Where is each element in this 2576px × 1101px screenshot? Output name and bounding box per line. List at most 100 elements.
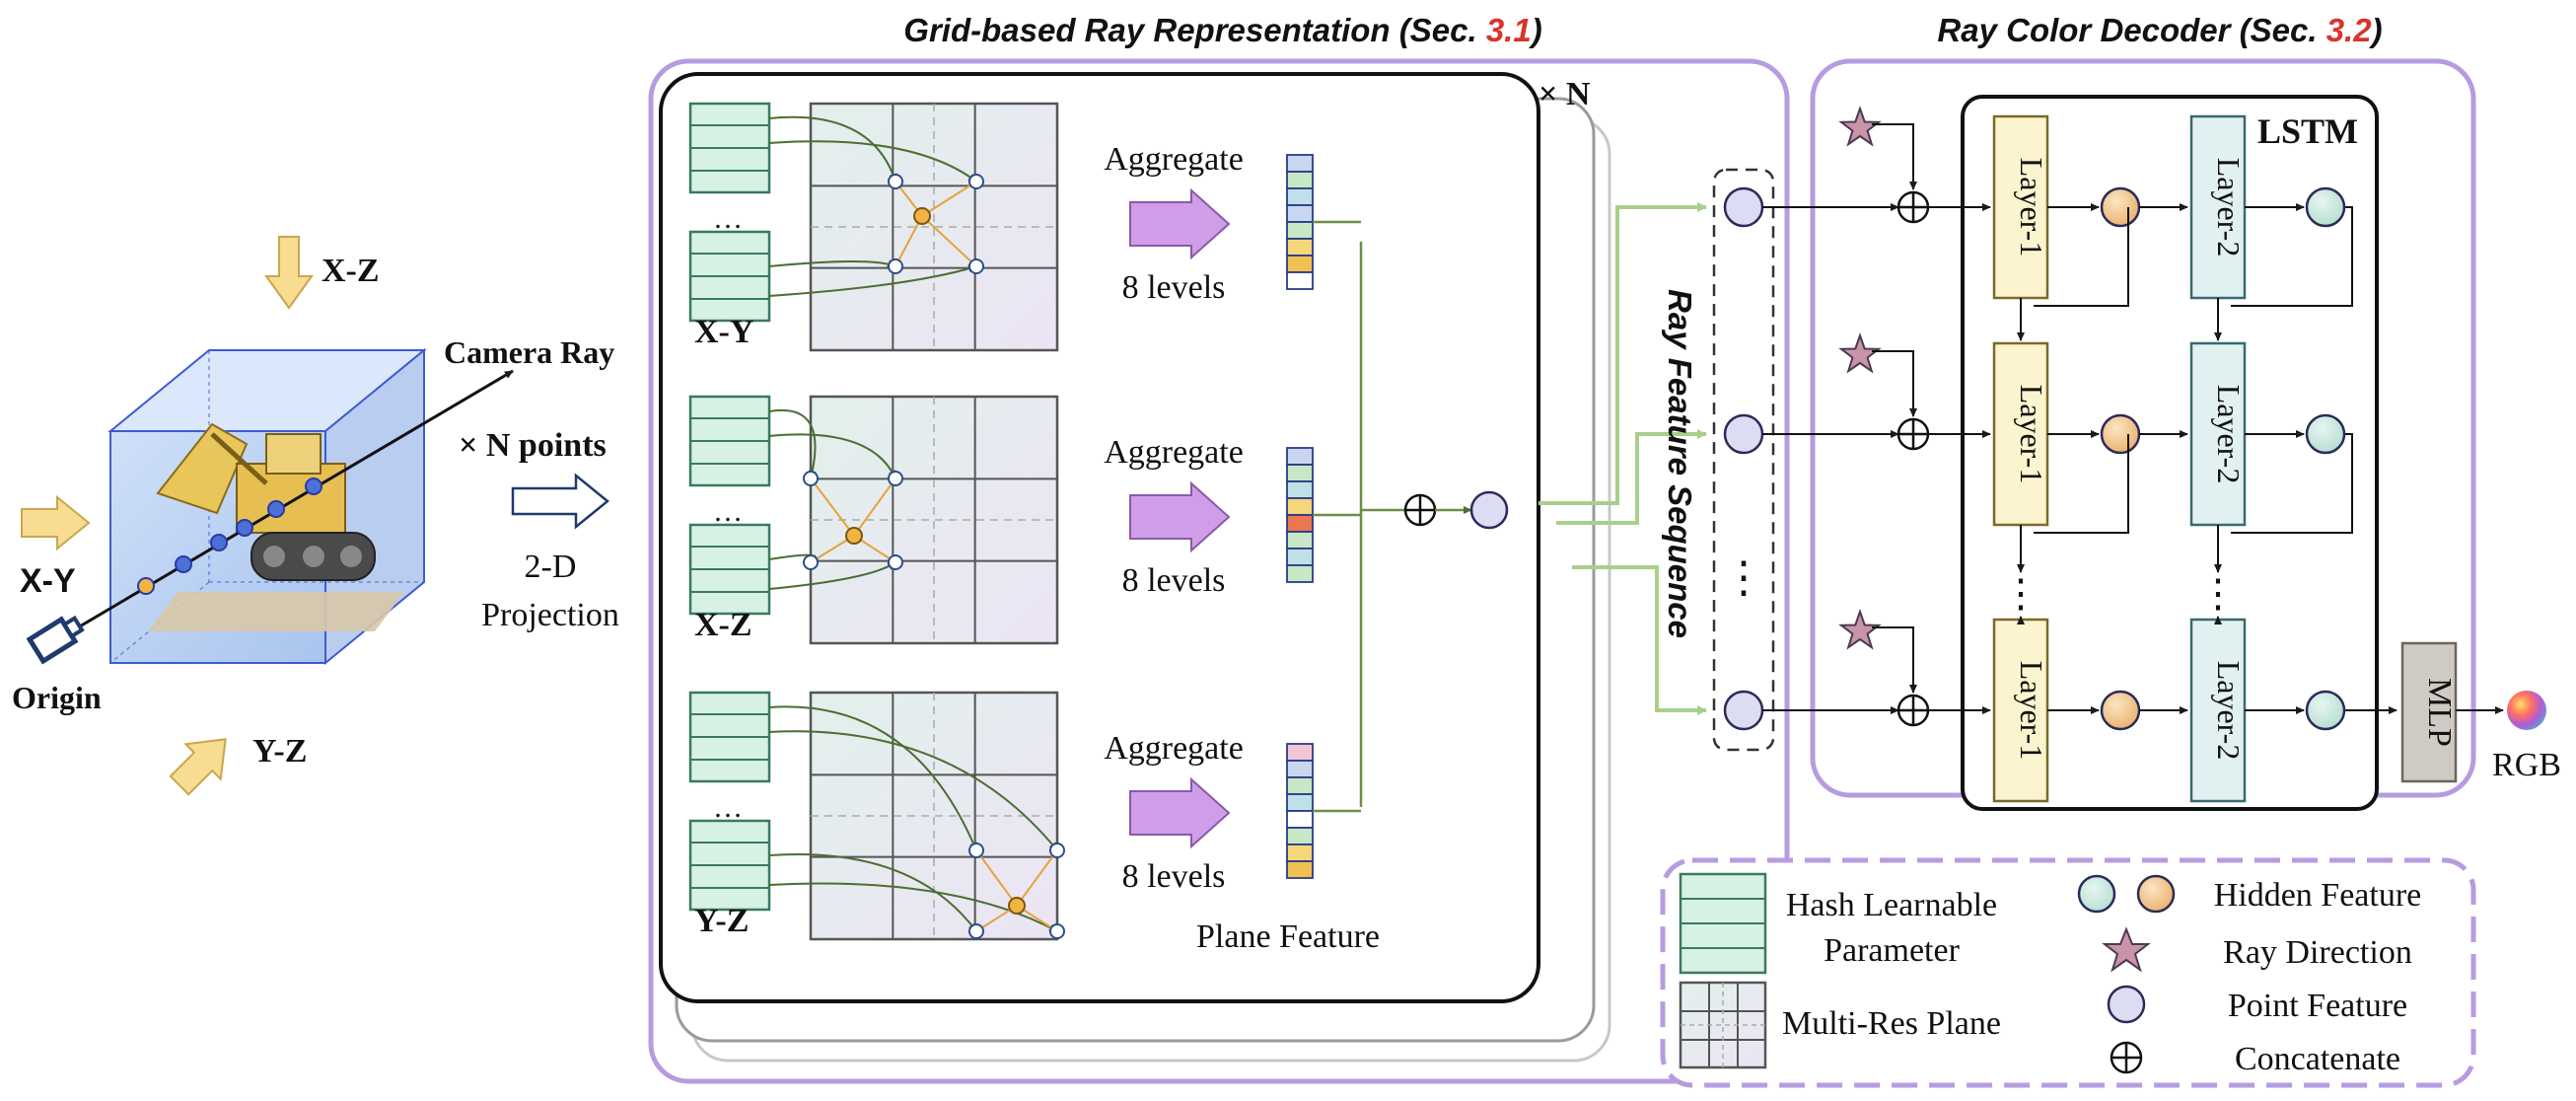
input-panel: X-Z [12, 236, 619, 796]
legend-frame [1660, 857, 2476, 1088]
mlp-label: MLP [2421, 678, 2458, 747]
layer1-label: Layer-1 [2014, 661, 2049, 761]
levels-label: 8 levels [1122, 562, 1226, 599]
hash-lookup-curve [768, 705, 977, 851]
sequence-point-feature-2 [1723, 413, 1764, 455]
hash-lookup-curve [768, 408, 817, 479]
hidden-feature-teal-icon [2077, 874, 2116, 914]
ray-sample-point [210, 534, 228, 551]
hash-lookup-curve [768, 853, 977, 932]
plane-feature-vector [1286, 447, 1314, 583]
grid-vertex [888, 258, 903, 274]
ray-sample-point [175, 555, 192, 573]
multires-plane-icon [1679, 981, 1767, 1069]
concatenate-node [1896, 190, 1930, 224]
hash-table-dots: … [713, 202, 743, 235]
sequence-point-feature-n [1723, 690, 1764, 731]
grid-section-title: Grid-based Ray Representation (Sec. 3.1) [903, 12, 1541, 48]
layer2-label: Layer-2 [2211, 158, 2247, 257]
plane-feature-label: Plane Feature [1196, 918, 1380, 955]
grid-vertex [888, 174, 903, 189]
xz-projection-arrow [264, 236, 314, 310]
concatenate-node [1896, 694, 1930, 727]
layer2-block [2189, 114, 2247, 300]
levels-label: 8 levels [1122, 269, 1226, 306]
hash-table-dots: … [713, 495, 743, 528]
aggregate-arrow [1129, 187, 1231, 260]
sequence-point-feature-1 [1723, 186, 1764, 228]
hash-table-icon [688, 523, 771, 616]
interpolation-arrow [921, 215, 977, 267]
legend-ray-direction: Ray Direction [2223, 934, 2412, 971]
projection-label-line1: 2-D [525, 549, 577, 585]
bulldozer-object [148, 422, 404, 631]
interpolation-arrow [921, 181, 977, 217]
hash-lookup-curve [768, 730, 1058, 851]
decoder-timestep-3: Layer-1 Layer-2 [1762, 608, 2346, 803]
plane-feature-vector [1286, 154, 1314, 290]
xz-label: X-Z [322, 253, 380, 289]
hash-lookup-curve [768, 433, 896, 479]
legend-point-feature: Point Feature [2228, 988, 2407, 1024]
hash-table-icon [688, 819, 771, 912]
yz-projection-arrow [169, 738, 227, 796]
hidden-feature-orange-icon [2136, 874, 2176, 914]
hash-lookup-curve [768, 264, 977, 297]
hidden-feature-teal [2305, 186, 2346, 228]
legend-hidden: Hidden Feature [2214, 877, 2422, 914]
grid-vertex [968, 258, 984, 274]
sample-point [845, 527, 863, 545]
stack-card-front [659, 72, 1540, 1003]
grid-vertex [968, 174, 984, 189]
ray-sample-point [305, 477, 322, 495]
aggregate-label: Aggregate [1104, 730, 1244, 767]
aggregate-arrow [1129, 480, 1231, 553]
recurrent-connection: ⋮⋮ [2001, 433, 2353, 624]
hash-lookup-curve [768, 882, 1058, 932]
sequence-dots: ⋮ [1722, 553, 1765, 602]
concatenate-node [1896, 417, 1930, 451]
interpolation-arrow [853, 477, 896, 537]
recurrent-connection [2017, 206, 2353, 341]
concatenate-symbol [1403, 493, 1437, 527]
xy-label: X-Y [20, 562, 76, 600]
projection-arrow [511, 473, 609, 530]
multires-plane [809, 395, 1059, 645]
hash-table-icon [688, 102, 771, 194]
aggregate-arrow [1129, 776, 1231, 849]
decoder-timestep-1: Layer-1 Layer-2 [1762, 105, 2346, 300]
layer2-block [2189, 618, 2247, 803]
sample-point [913, 207, 931, 225]
mlp-block [2400, 641, 2458, 783]
hidden-feature-orange [2100, 186, 2141, 228]
layer2-label: Layer-2 [2211, 661, 2247, 761]
n-points-label: × N points [459, 427, 607, 464]
ray-feature-sequence: ⋮ Ray Feature Sequence [1538, 168, 1775, 752]
hash-parameter-icon [1679, 872, 1767, 975]
ray-direction-star [1838, 331, 1882, 374]
grid-vertex [803, 471, 819, 486]
times-n-label: × N [1538, 76, 1591, 112]
grid-vertex [968, 843, 984, 858]
plane-label: Y-Z [694, 903, 749, 939]
lstm-label: LSTM [2257, 111, 2358, 151]
origin-label: Origin [12, 680, 102, 715]
legend-hash-line2: Parameter [1824, 932, 1960, 969]
ray-sample-point [137, 577, 155, 595]
layer-continuation-dots: ⋮ [2001, 571, 2040, 616]
hash-table-dots: … [713, 791, 743, 824]
scene-cube [50, 347, 514, 666]
legend: Hash Learnable Parameter Multi-Res Plane… [1660, 857, 2476, 1088]
grid-representation-section: Grid-based Ray Representation (Sec. 3.1)… [648, 12, 1790, 1084]
aggregate-label: Aggregate [1104, 434, 1244, 471]
hidden-feature-teal [2305, 413, 2346, 455]
legend-hash-line1: Hash Learnable [1786, 887, 1997, 923]
grid-vertex [888, 554, 903, 570]
layer1-label: Layer-1 [2014, 158, 2049, 257]
sample-point [1008, 897, 1026, 915]
point-feature-node [1469, 490, 1509, 530]
interpolation-arrow [810, 477, 855, 537]
